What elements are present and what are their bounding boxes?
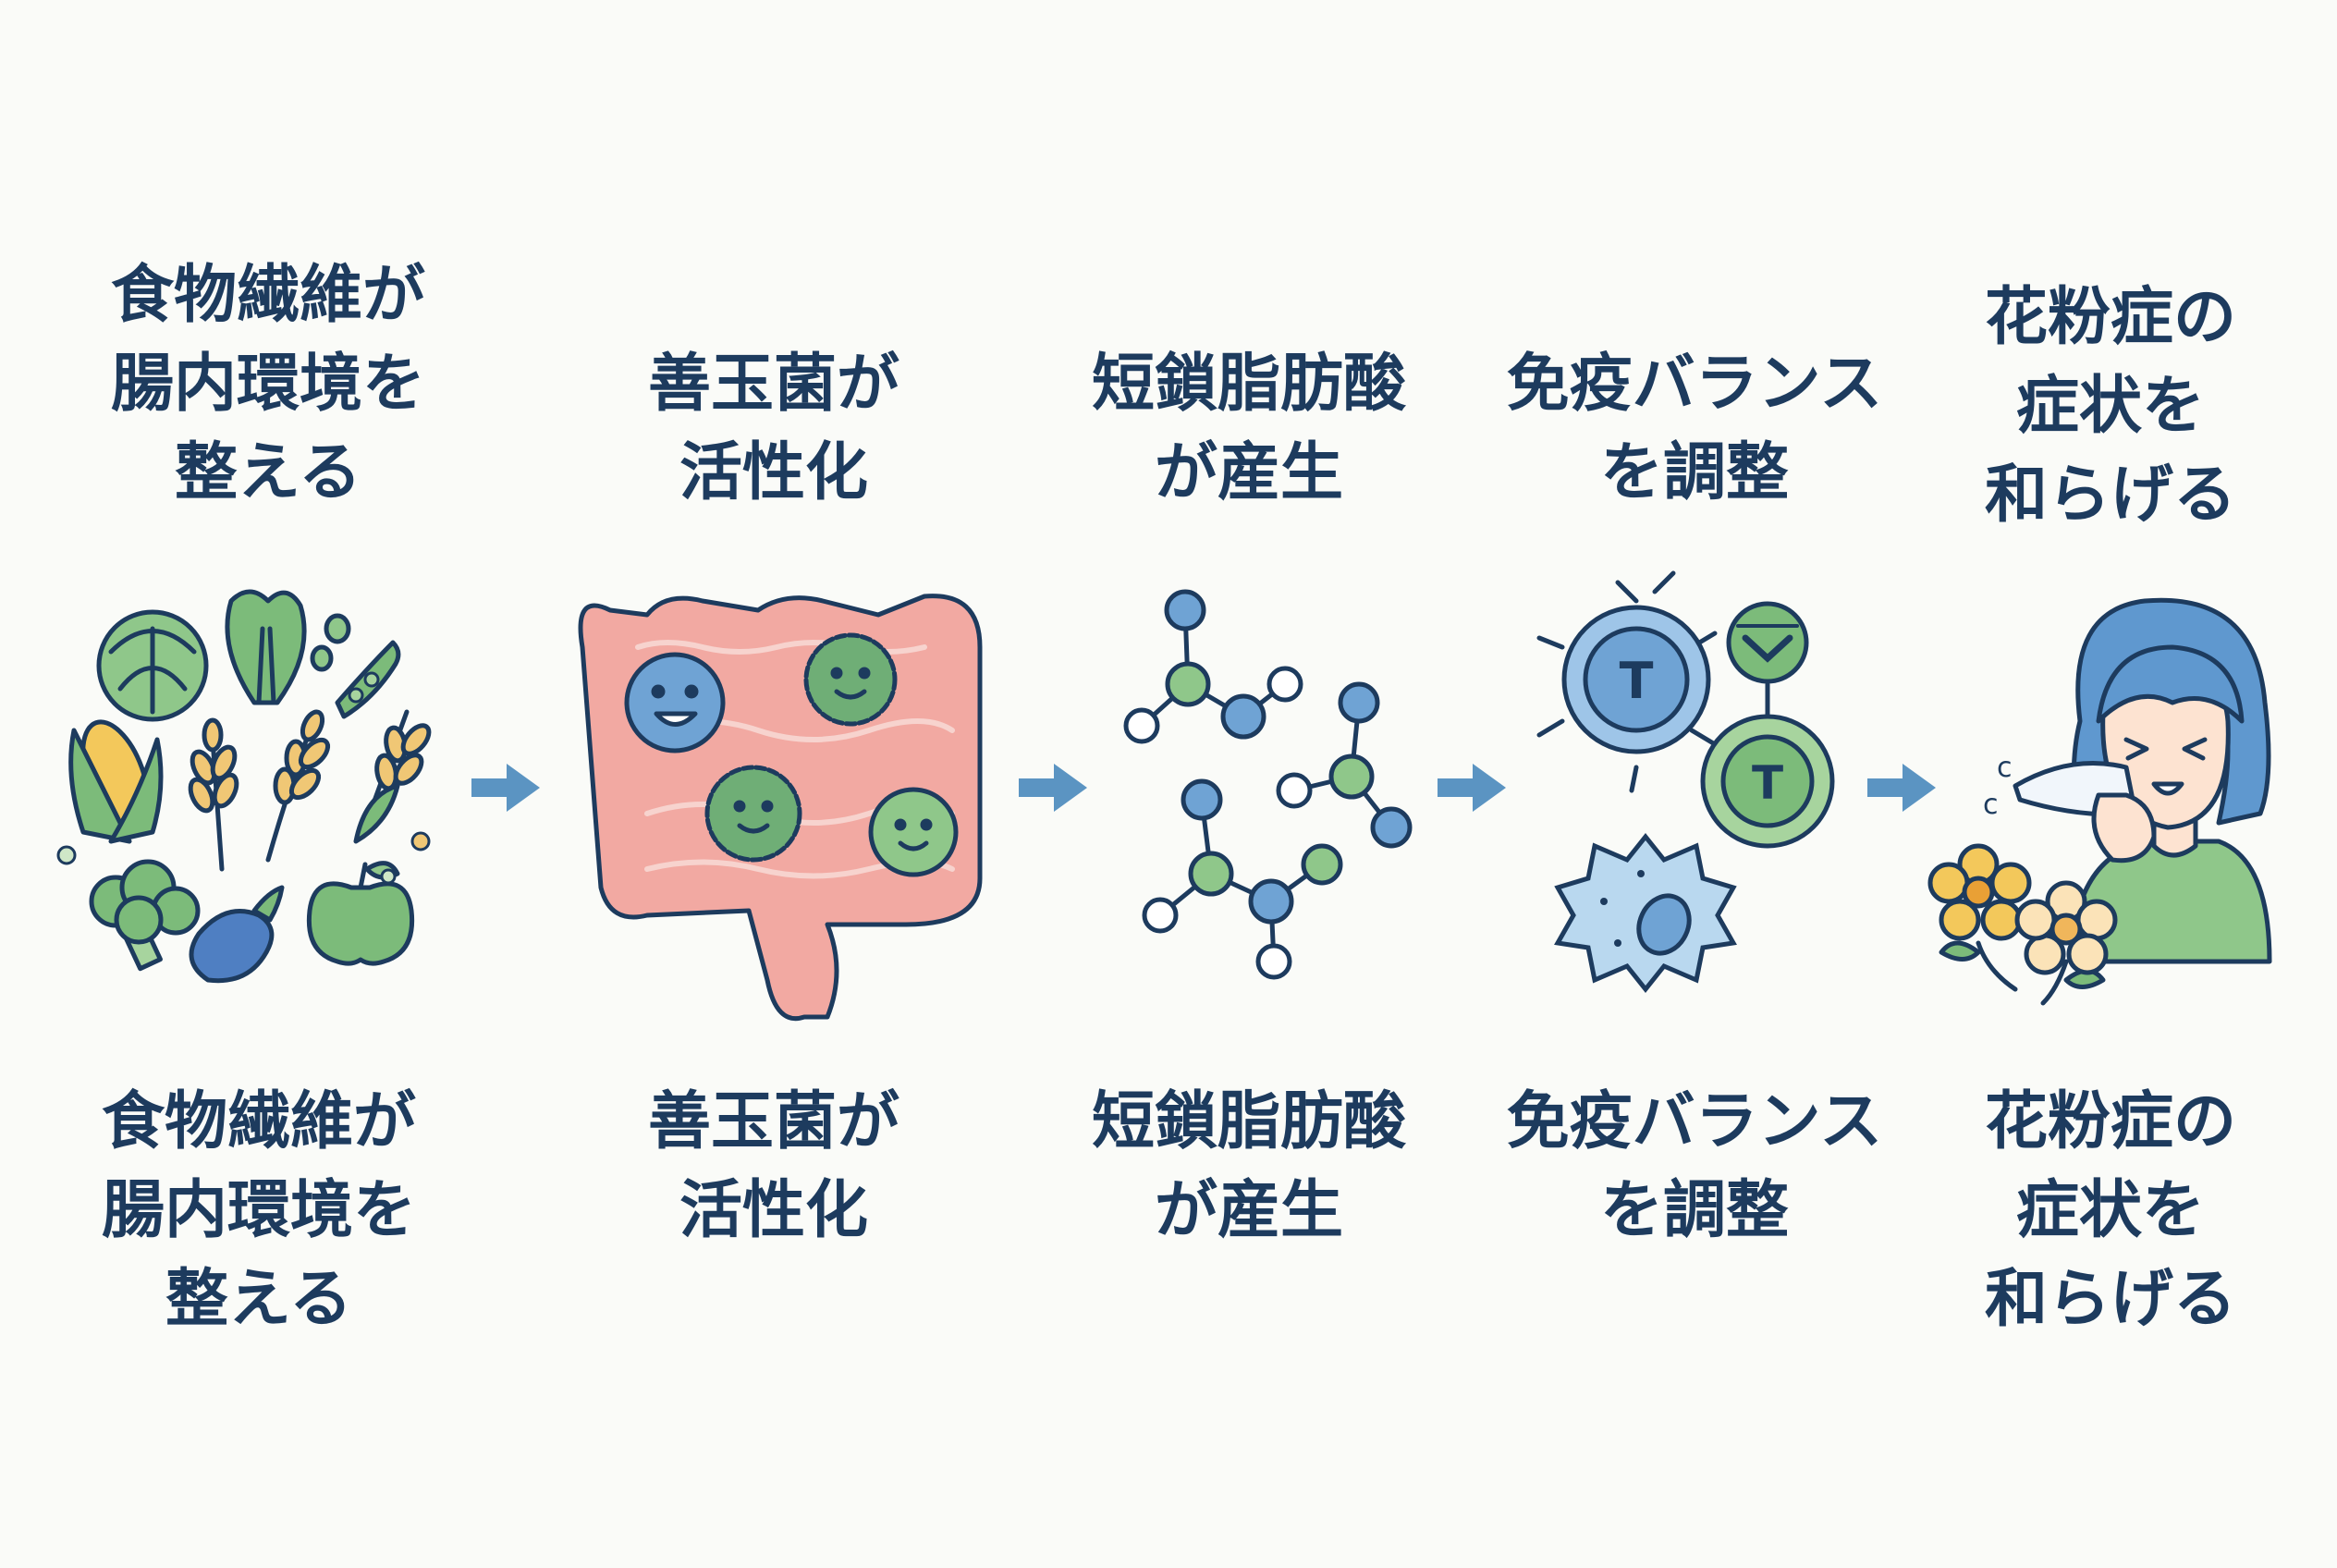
step1-top-line1: 食物繊維が (110, 259, 425, 332)
corn-icon (68, 719, 164, 844)
step4-top-label: 免疫バランス を調整 (1454, 340, 1935, 518)
step2-bottom-line1: 善玉菌が (647, 1085, 899, 1158)
atom-icon (1188, 851, 1234, 897)
step1-top-line2: 腸内環境を (110, 348, 425, 421)
good-bacteria-icon (624, 652, 726, 753)
flow-arrow-icon (1867, 764, 1936, 812)
fiber-foods-icon (56, 589, 432, 984)
intestine-bacteria-icon (578, 594, 983, 1021)
atom-icon (1220, 693, 1266, 740)
step5-top-line1: 花粉症の (1984, 281, 2236, 354)
step4-bottom-label: 免疫バランス を調整 (1454, 1078, 1935, 1256)
immune-cell-icon (1554, 832, 1737, 994)
apple-icon (306, 861, 415, 966)
t-cell-label: T (1752, 756, 1783, 810)
bean-icon (310, 644, 334, 672)
step3-bottom-line2: が産生 (1154, 1174, 1343, 1247)
step4-bottom-line2: を調整 (1599, 1174, 1789, 1247)
flow-arrow-icon (471, 764, 540, 812)
t-cell-icon (1536, 570, 1718, 793)
good-bacteria-icon (803, 632, 898, 727)
step5-top-line3: 和らげる (1984, 459, 2236, 532)
atom-icon (1276, 772, 1313, 809)
step1-top-label: 食物繊維が 腸内環境を 整える (28, 251, 508, 518)
step3-bottom-label: 短鎖脂肪酸 が産生 (1009, 1078, 1489, 1256)
step2-bottom-label: 善玉菌が 活性化 (533, 1078, 1014, 1256)
t-cell-icon (1700, 601, 1835, 849)
wheat-icon (353, 709, 432, 844)
bean-icon (324, 613, 351, 644)
atom-icon (1248, 878, 1294, 925)
step2-top-label: 善玉菌が 活性化 (533, 340, 1014, 518)
seed-icon (410, 831, 431, 851)
sneeze-mark: c (1983, 789, 1999, 821)
step5-bottom-line2: 症状を (2015, 1174, 2205, 1247)
atom-icon (1338, 681, 1380, 724)
flow-arrow-icon (1438, 764, 1506, 812)
step3-top-line1: 短鎖脂肪酸 (1091, 348, 1406, 421)
step3-bottom-line1: 短鎖脂肪酸 (1091, 1085, 1406, 1158)
t-cell-label: T (1620, 652, 1654, 710)
step5-bottom-label: 花粉症の 症状を 和らげる (1870, 1078, 2337, 1344)
seed-icon (380, 868, 397, 885)
flower-icon (1927, 843, 2032, 992)
immune-cells-icon (1536, 570, 1835, 994)
flow-arrow-icon (1019, 764, 1087, 812)
atom-icon (1370, 806, 1413, 849)
step4-top-line1: 免疫バランス (1506, 348, 1883, 421)
step4-bottom-line1: 免疫バランス (1506, 1085, 1883, 1158)
step3-top-label: 短鎖脂肪酸 が産生 (1009, 340, 1489, 518)
step5-top-line2: 症状を (2015, 370, 2205, 443)
seed-icon (56, 845, 77, 865)
atom-icon (1266, 666, 1303, 703)
pea-pod-icon (335, 640, 401, 719)
step5-bottom-line3: 和らげる (1984, 1263, 2236, 1336)
step2-top-line1: 善玉菌が (647, 348, 899, 421)
step5-bottom-line1: 花粉症の (1984, 1085, 2236, 1158)
bok-choy-icon (225, 589, 307, 705)
eggplant-icon (189, 885, 285, 984)
step2-bottom-line2: 活性化 (679, 1174, 868, 1247)
step1-top-line3: 整える (175, 436, 361, 509)
good-bacteria-icon (704, 765, 802, 863)
wheat-icon (265, 709, 331, 863)
broccoli-icon (89, 859, 201, 972)
step1-bottom-line2: 腸内環境を (101, 1174, 416, 1247)
atom-icon (1181, 778, 1223, 821)
atom-icon (1164, 589, 1206, 631)
good-bacteria-icon (868, 787, 959, 877)
sneeze-mark: c (1997, 752, 2013, 784)
step4-top-line2: を調整 (1599, 436, 1789, 509)
step1-bottom-label: 食物繊維が 腸内環境を 整える (18, 1078, 499, 1344)
cabbage-icon (96, 609, 209, 722)
flower-icon (2014, 880, 2118, 1006)
atom-icon (1123, 707, 1160, 744)
atom-icon (1142, 897, 1179, 934)
step1-bottom-line1: 食物繊維が (101, 1085, 416, 1158)
step3-top-line2: が産生 (1154, 436, 1343, 509)
step5-top-label: 花粉症の 症状を 和らげる (1870, 274, 2337, 540)
atom-icon (1255, 943, 1292, 980)
atom-icon (1165, 661, 1211, 707)
hay-fever-person-icon (1927, 597, 2272, 1006)
wheat-icon (188, 717, 239, 872)
fatty-acid-molecules-icon (1123, 589, 1413, 980)
step1-bottom-line3: 整える (165, 1263, 352, 1336)
atom-icon (1301, 843, 1343, 886)
step2-top-line2: 活性化 (679, 436, 868, 509)
atom-icon (1328, 753, 1375, 800)
